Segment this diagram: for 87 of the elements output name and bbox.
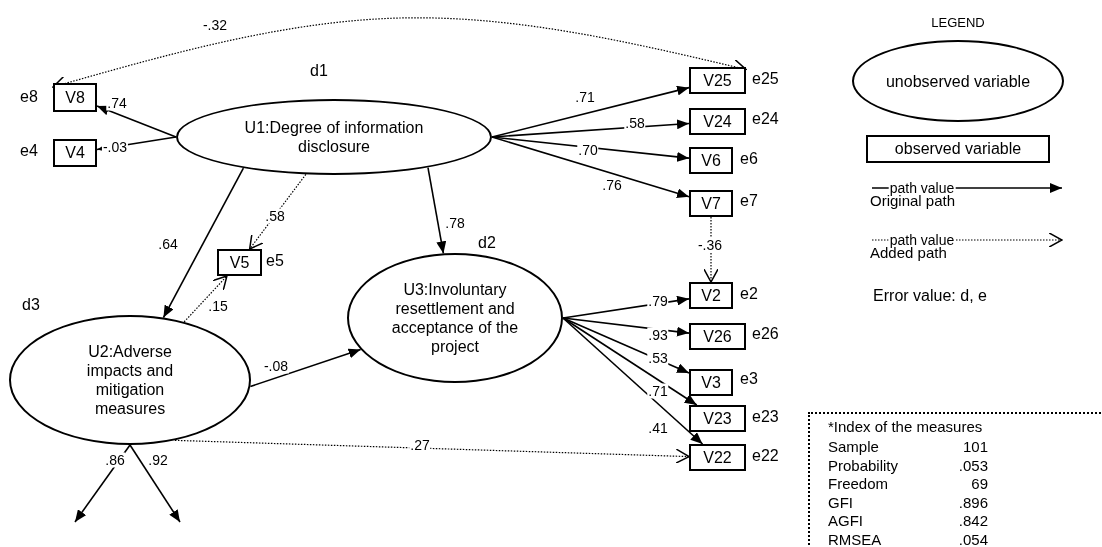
table-title: *Index of the measures	[828, 418, 983, 435]
edge-label: .58	[624, 115, 646, 131]
error-term-label: e5	[266, 252, 284, 270]
error-term-label: e3	[740, 370, 758, 388]
latent-variable-ellipse	[9, 315, 251, 445]
observed-variable-box: V7	[689, 190, 733, 217]
edge-label: .53	[647, 350, 669, 366]
observed-variable-box: V25	[689, 67, 746, 94]
error-term-label: e25	[752, 70, 779, 88]
arrow	[427, 166, 447, 255]
observed-variable-box: V8	[53, 83, 97, 112]
edge-label: .92	[147, 452, 169, 468]
observed-variable-box: V26	[689, 323, 746, 350]
latent-variable-ellipse	[852, 40, 1064, 122]
table-cell: 101	[962, 438, 988, 455]
edge-label: .93	[647, 327, 669, 343]
table-cell: .842	[958, 512, 988, 529]
edge-label: .71	[574, 89, 596, 105]
arrow	[562, 317, 690, 337]
arrow	[74, 444, 131, 523]
observed-variable-box: V5	[217, 249, 262, 276]
fit-index-panel	[808, 412, 1102, 547]
edge-label: .15	[207, 298, 229, 314]
arrow	[562, 317, 704, 445]
arrow	[162, 167, 245, 319]
dotted-arrow	[703, 216, 719, 283]
edge-label: -.32	[201, 17, 229, 33]
error-term-label: e6	[740, 150, 758, 168]
latent-variable-ellipse	[176, 99, 492, 175]
edge-label: .70	[577, 142, 599, 158]
arrow	[129, 444, 181, 523]
edge-label: .71	[647, 383, 669, 399]
variable-label: unobserved variable	[884, 71, 1032, 91]
dotted-arrow	[183, 275, 228, 323]
error-term-label: e4	[20, 142, 38, 160]
observed-variable-box: V2	[689, 282, 733, 309]
edge-label: -.08	[262, 358, 290, 374]
error-term-label: e22	[752, 447, 779, 465]
variable-label: U1:Degree of information disclosure	[243, 118, 425, 156]
edge-label: .79	[647, 293, 669, 309]
arrow	[249, 348, 362, 388]
variable-label: U3:Involuntary resettlement and acceptance of the project	[390, 280, 520, 356]
observed-variable-box: V24	[689, 108, 746, 135]
table-cell: Sample	[828, 438, 879, 455]
table-cell: RMSEA	[828, 530, 882, 547]
edge-label: .58	[264, 208, 286, 224]
edge-label: .78	[444, 215, 466, 231]
observed-variable-box: V4	[53, 139, 97, 167]
variable-label: U2:Adverse impacts and mitigation measures	[85, 342, 175, 418]
table-cell: Probability	[828, 456, 899, 474]
note-text: Error value: d, e	[873, 287, 987, 305]
latent-variable-ellipse	[347, 253, 563, 383]
table-cell: .054	[958, 530, 988, 547]
edge-label: .27	[409, 437, 431, 453]
edge-label: .41	[647, 420, 669, 436]
error-term-label: e7	[740, 192, 758, 210]
table-cell: GFI	[828, 493, 853, 511]
table-cell: 69	[971, 475, 988, 492]
legend-title: LEGEND	[931, 14, 985, 30]
edge-label: .76	[601, 177, 623, 193]
observed-variable-box: V22	[689, 444, 746, 471]
error-term-label: e8	[20, 88, 38, 106]
arrow	[491, 136, 690, 199]
arrow	[96, 105, 177, 138]
error-term-label: e24	[752, 110, 779, 128]
observed-variable-box: V23	[689, 405, 746, 432]
observed-variable-box: observed variable	[866, 135, 1050, 163]
error-term-label: e23	[752, 408, 779, 426]
error-term-label: d3	[22, 296, 40, 314]
error-term-label: d2	[478, 234, 496, 252]
edge-label: -.36	[696, 237, 724, 253]
edge-label: .86	[104, 452, 126, 468]
error-term-label: e26	[752, 325, 779, 343]
table-cell: .053	[958, 456, 988, 474]
observed-variable-box: V3	[689, 369, 733, 396]
error-term-label: d1	[310, 62, 328, 80]
edge-label: .64	[157, 236, 179, 252]
table-cell: AGFI	[828, 512, 863, 529]
table-cell: .896	[958, 493, 988, 511]
observed-variable-box: V6	[689, 147, 733, 174]
edge-label: .74	[106, 95, 128, 111]
edge-label: -.03	[101, 139, 129, 155]
dotted-arrow	[248, 173, 307, 250]
arrow	[491, 136, 690, 162]
error-term-label: e2	[740, 285, 758, 303]
arrow	[562, 317, 690, 374]
table-cell: Freedom	[828, 475, 889, 492]
